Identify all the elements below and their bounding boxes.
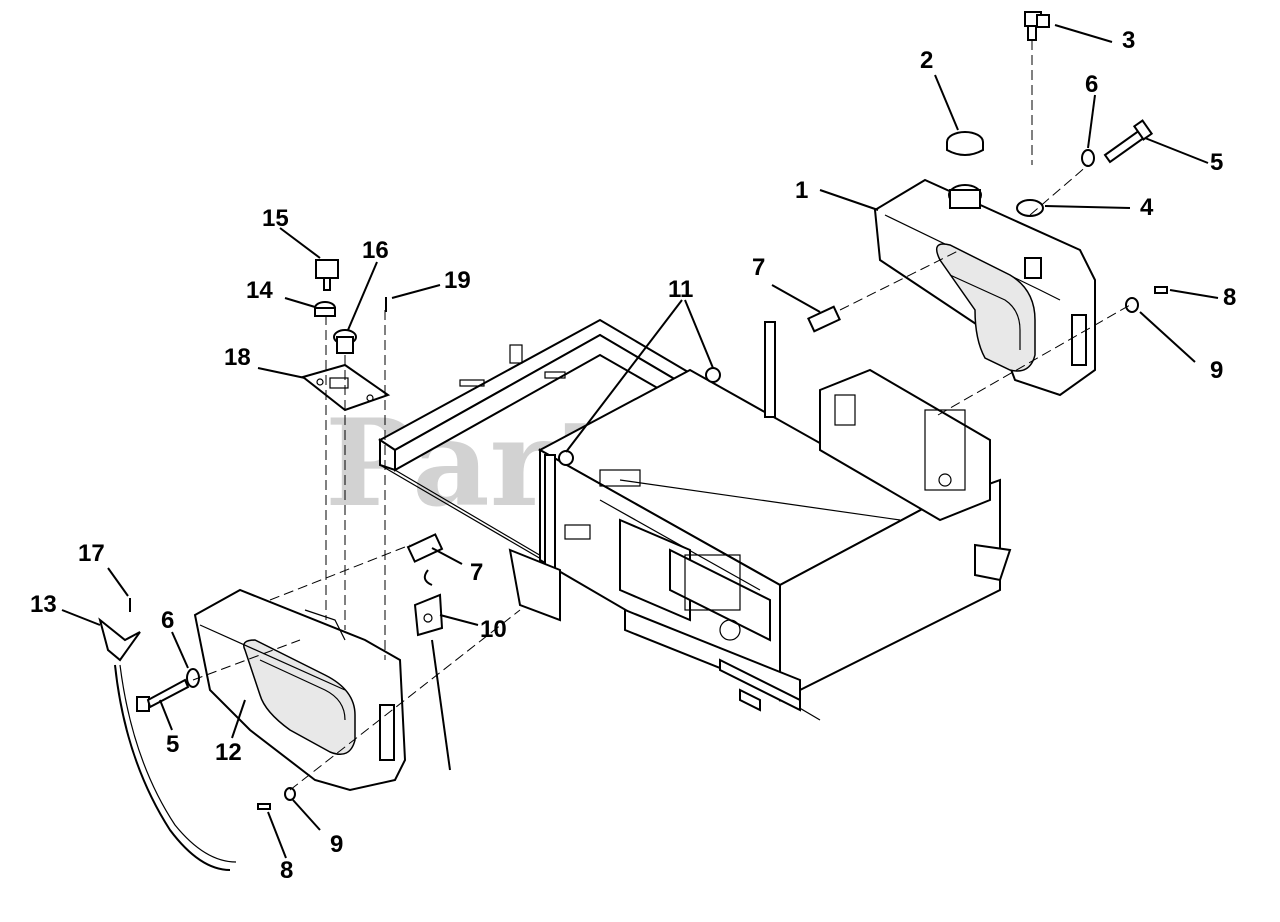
nut-left xyxy=(284,787,296,801)
callout-7b: 7 xyxy=(470,559,483,586)
ignition-key xyxy=(315,259,339,291)
spacer-left xyxy=(406,533,444,563)
fuel-fitting xyxy=(1024,11,1050,41)
callout-8b: 8 xyxy=(280,857,293,884)
callout-14: 14 xyxy=(246,277,273,304)
clip-a xyxy=(705,367,721,383)
callout-10: 10 xyxy=(480,616,507,643)
callout-7: 7 xyxy=(752,254,765,281)
spacer-right xyxy=(807,305,841,333)
callout-18: 18 xyxy=(224,344,251,371)
callout-2: 2 xyxy=(920,47,933,74)
callout-17: 17 xyxy=(78,540,105,567)
callout-6: 6 xyxy=(1085,71,1098,98)
callout-13: 13 xyxy=(30,591,57,618)
callout-19: 19 xyxy=(444,267,471,294)
callout-9b: 9 xyxy=(330,831,343,858)
bolt-right xyxy=(1103,119,1154,164)
callouts: 1 2 3 4 5 6 7 8 9 11 15 16 19 14 18 7 10… xyxy=(30,27,1236,884)
callout-16: 16 xyxy=(362,237,389,264)
washer-right xyxy=(1081,149,1095,167)
pin-left xyxy=(257,803,271,810)
assembly-lines xyxy=(192,40,1131,791)
callout-15: 15 xyxy=(262,205,289,232)
callout-11: 11 xyxy=(668,276,693,303)
fuel-tank-left xyxy=(193,588,407,792)
cable-assembly xyxy=(98,617,237,871)
fuel-tank-right xyxy=(873,178,1096,397)
clip-b xyxy=(558,450,574,466)
callout-1: 1 xyxy=(795,177,808,204)
callout-4: 4 xyxy=(1140,194,1154,221)
bushing xyxy=(1016,199,1044,217)
callout-8: 8 xyxy=(1223,284,1236,311)
fuel-cap xyxy=(946,131,984,156)
callout-5b: 5 xyxy=(166,731,179,758)
nut-right xyxy=(1125,297,1139,313)
leader-lines xyxy=(61,24,1219,859)
grommet xyxy=(314,301,336,317)
pin-right xyxy=(1154,286,1168,294)
callout-12: 12 xyxy=(215,739,242,766)
callout-5: 5 xyxy=(1210,149,1223,176)
bracket xyxy=(413,569,451,771)
callout-9: 9 xyxy=(1210,357,1223,384)
mower-frame xyxy=(378,318,1012,721)
callout-6b: 6 xyxy=(161,607,174,634)
callout-3: 3 xyxy=(1122,27,1135,54)
bolt-left xyxy=(136,678,190,712)
ignition-switch xyxy=(333,329,357,354)
